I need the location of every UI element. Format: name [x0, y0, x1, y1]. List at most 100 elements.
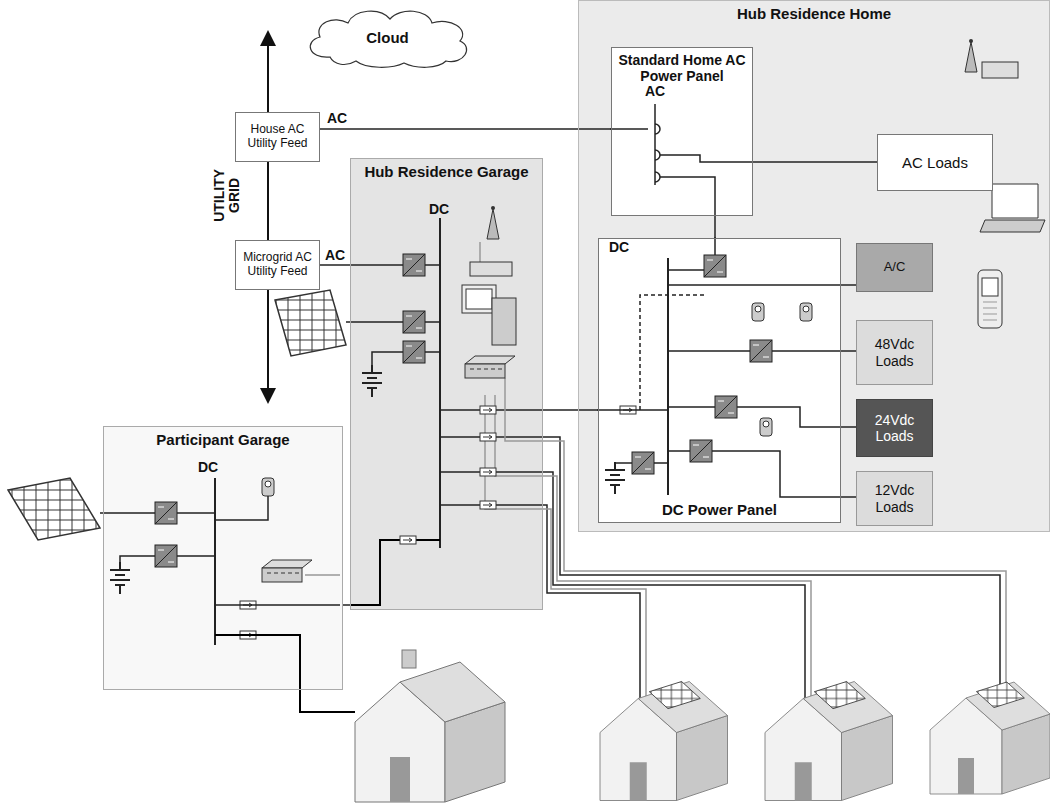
- house: [355, 662, 505, 802]
- solar-panel: [275, 290, 346, 356]
- region-heading: Participant Garage: [156, 431, 289, 448]
- region-heading: Hub Residence Garage: [364, 163, 528, 180]
- data-cable: [505, 378, 1006, 700]
- data-cable: [485, 395, 646, 712]
- house: [814, 682, 865, 709]
- network-equipment: [983, 302, 997, 320]
- converter: [155, 502, 177, 524]
- battery: [110, 365, 625, 594]
- data-cable: [305, 242, 1006, 712]
- converter: [632, 452, 654, 474]
- meter: [760, 418, 772, 436]
- utility-grid-line: [268, 38, 269, 396]
- breaker: [480, 468, 496, 476]
- dc-panel-bus: [668, 269, 704, 271]
- box-label: 12Vdc Loads: [861, 482, 928, 514]
- power-connector: [543, 409, 598, 411]
- breaker: [240, 406, 636, 639]
- converter: [750, 340, 772, 362]
- garage-dc-bus: [346, 218, 1000, 712]
- network-equipment: [978, 270, 1002, 328]
- dc-panel-bus: [668, 407, 840, 427]
- meter: [262, 303, 812, 496]
- participant-dc-bus: [215, 496, 268, 520]
- region-box: DC Power Panel: [598, 238, 841, 523]
- house: [649, 682, 700, 709]
- bus-label: AC: [641, 84, 669, 99]
- ac-panel-bus: [610, 104, 752, 215]
- network-equipment: [982, 62, 1018, 78]
- converter: [155, 254, 772, 567]
- house: [355, 650, 1050, 802]
- house: [765, 682, 893, 801]
- breaker: [480, 501, 496, 509]
- dc-panel-bus: [597, 409, 668, 411]
- region-box: Standard Home AC Power Panel: [611, 47, 753, 216]
- house: [600, 682, 728, 801]
- utility-grid-line: [267, 38, 269, 396]
- house: [402, 650, 416, 668]
- box-label: Microgrid AC Utility Feed: [240, 251, 315, 279]
- bus-label: DC: [604, 240, 634, 255]
- converter: [715, 396, 737, 418]
- power-connector: [320, 128, 611, 130]
- house: [765, 682, 893, 801]
- network-equipment: [965, 39, 977, 72]
- power-connector: [841, 350, 856, 352]
- cloud-shape: Cloud: [300, 5, 475, 70]
- label-box: 48Vdc Loads: [856, 320, 933, 385]
- battery: [110, 562, 130, 594]
- network-equipment: [470, 262, 512, 276]
- meter: [262, 478, 274, 496]
- house: [976, 682, 1024, 708]
- cloud-outline: [310, 11, 466, 67]
- garage-dc-bus: [346, 321, 440, 323]
- box-label: 48Vdc Loads: [861, 336, 928, 368]
- breaker: [400, 536, 416, 544]
- house: [930, 682, 1050, 794]
- region-fill: [578, 0, 1050, 532]
- dc-panel-bus: [597, 237, 840, 497]
- garage-dc-bus: [439, 218, 441, 548]
- participant-dc-bus: [215, 604, 340, 606]
- converter: [403, 341, 425, 363]
- grid-label: UTILITY GRID: [212, 158, 243, 232]
- house: [930, 682, 1050, 794]
- dc-panel-bus: [714, 237, 716, 255]
- dc-panel-bus: [667, 258, 669, 495]
- dc-panel-bus: [615, 462, 668, 463]
- ac-panel-bus: [660, 177, 715, 215]
- box-label: 24Vdc Loads: [861, 412, 928, 444]
- box-label: Cloud: [366, 29, 409, 46]
- garage-dc-bus: [350, 540, 440, 605]
- converter: [155, 545, 177, 567]
- region-heading: Hub Residence Home: [737, 5, 891, 22]
- dc-panel-bus: [668, 451, 840, 497]
- label-box: AC Loads: [877, 134, 993, 191]
- meter: [752, 303, 764, 321]
- converter: [704, 255, 726, 277]
- label-box: 24Vdc Loads: [856, 399, 933, 457]
- dc-panel-bus: [668, 350, 840, 352]
- region-box: Hub Residence HomeStandard Home AC Power…: [578, 0, 1050, 532]
- network-equipment: [992, 184, 1038, 218]
- participant-dc-bus: [215, 635, 355, 712]
- solar-panel: [8, 478, 100, 540]
- converter: [690, 440, 712, 462]
- region-heading: DC Power Panel: [662, 501, 777, 518]
- participant-dc-bus: [100, 478, 355, 712]
- bus-label: AC: [324, 111, 350, 126]
- label-box: Microgrid AC Utility Feed: [235, 240, 320, 290]
- participant-dc-bus: [214, 478, 216, 645]
- battery: [605, 462, 625, 494]
- network-equipment: [465, 356, 515, 378]
- network-equipment: [980, 220, 1045, 232]
- network-equipment: [487, 206, 499, 239]
- region-fill: [350, 158, 543, 610]
- ac-panel-bus: [610, 128, 648, 130]
- participant-dc-bus: [100, 512, 215, 514]
- region-box: Participant Garage: [103, 426, 343, 690]
- network-equipment: [262, 560, 312, 582]
- battery: [362, 365, 382, 397]
